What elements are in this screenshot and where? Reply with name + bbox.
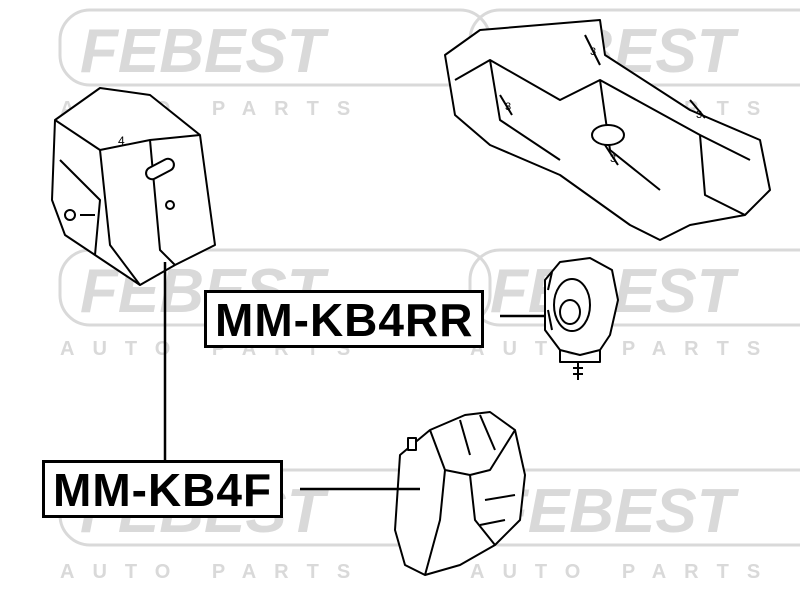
crossmember-drawing: 3 3 3 3 [444, 19, 771, 241]
crossmember-mark-1: 3 [590, 46, 596, 58]
engine-mount-block-drawing: 4 [51, 87, 216, 286]
crossmember-mark-4: 3 [696, 109, 702, 121]
part-label-mm-kb4f: MM-KB4F [42, 460, 284, 518]
watermark-sub-4: AUTO PARTS [470, 338, 778, 360]
front-mount-drawing [394, 411, 526, 576]
leader-lines [163, 262, 545, 491]
part-label-mm-kb4rr: MM-KB4RR [204, 290, 485, 348]
watermark-brand-6: FEBEST [490, 477, 740, 546]
watermark-mid-right: FEBEST [468, 248, 800, 327]
crossmember-mark-2: 3 [505, 101, 511, 113]
crossmember-mark-3: 3 [610, 153, 616, 165]
part-number-4: 4 [118, 134, 125, 148]
watermark-brand-1: FEBEST [80, 17, 330, 86]
watermark-sub-6: AUTO PARTS [470, 561, 778, 583]
rear-mount-drawing [544, 257, 619, 380]
watermark-bottom-right: FEBEST [468, 468, 800, 547]
watermark-sub-5: AUTO PARTS [60, 561, 368, 583]
watermark-top-left: FEBEST [58, 8, 492, 87]
